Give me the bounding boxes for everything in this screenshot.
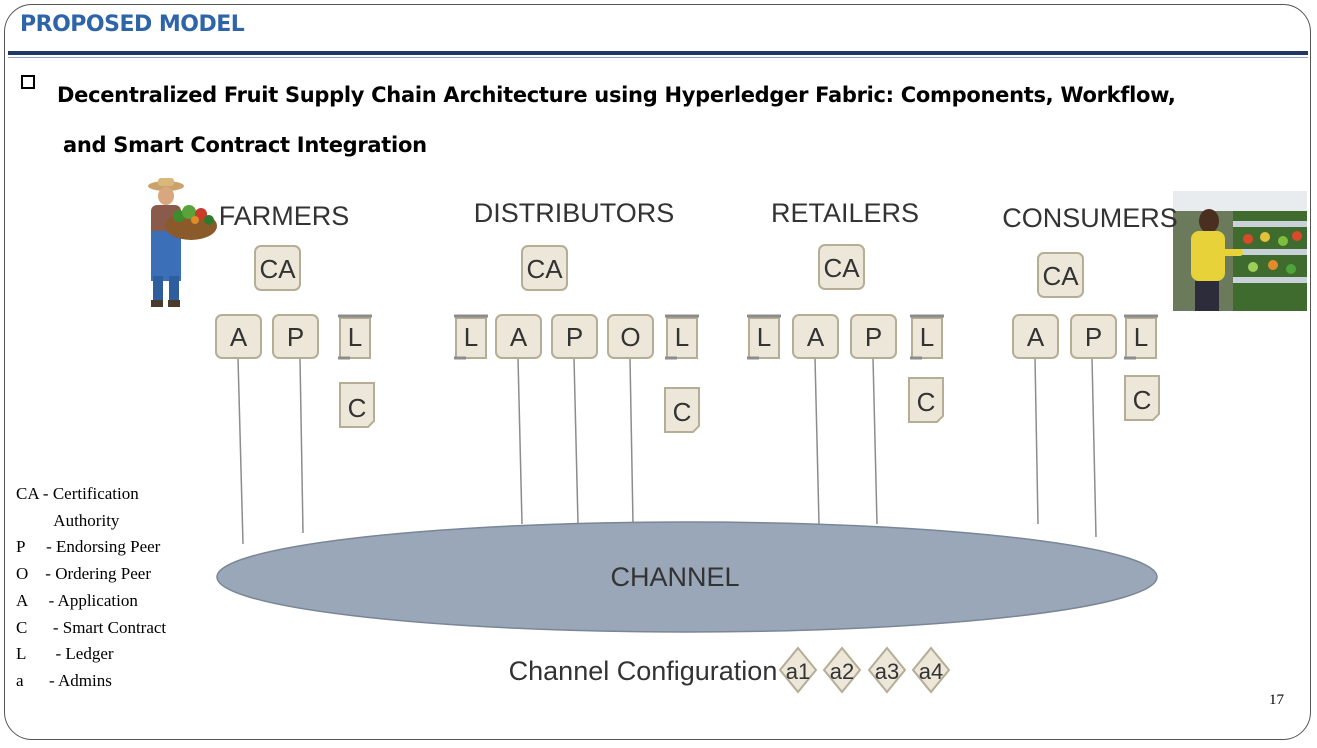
svg-text:L: L <box>920 322 934 352</box>
connector-lines <box>237 357 1097 545</box>
channel-config-label: Channel Configuration <box>509 656 778 686</box>
svg-text:C: C <box>348 393 367 423</box>
group-label-distributors: DISTRIBUTORS <box>474 198 675 228</box>
node-ledger-distributors-right: L <box>665 314 699 360</box>
legend-item: L - Ledger <box>16 644 114 664</box>
legend-item: C - Smart Contract <box>16 617 167 637</box>
node-application-farmers: A <box>215 314 262 359</box>
node-peer-distributors: P <box>551 314 598 359</box>
svg-text:L: L <box>464 322 478 352</box>
svg-text:CA: CA <box>1042 261 1079 291</box>
svg-text:P: P <box>566 322 583 352</box>
smart-contract-retailers: C <box>908 377 944 423</box>
node-ledger-consumers: L <box>1124 314 1158 360</box>
connector-line <box>299 357 304 534</box>
connector-line <box>573 357 579 525</box>
svg-text:C: C <box>917 387 936 417</box>
svg-text:L: L <box>757 322 771 352</box>
connector-line <box>629 357 634 525</box>
svg-text:L: L <box>675 322 689 352</box>
connector-line <box>872 357 878 525</box>
heading-line-2: and Smart Contract Integration <box>63 133 427 157</box>
connector-line <box>1034 357 1039 525</box>
legend-item: O - Ordering Peer <box>16 564 152 584</box>
node-peer-consumers: P <box>1070 314 1117 359</box>
connector-line <box>237 357 244 545</box>
svg-text:CA: CA <box>526 254 563 284</box>
connector-line <box>814 357 820 525</box>
ca-box-retailers: CA <box>818 244 865 290</box>
admin-diamond-a2: a2 <box>822 646 862 694</box>
svg-text:O: O <box>620 322 640 352</box>
smart-contract-consumers: C <box>1124 375 1160 421</box>
svg-text:A: A <box>807 322 825 352</box>
title-divider <box>8 51 1308 55</box>
svg-text:a1: a1 <box>786 659 810 684</box>
svg-text:a3: a3 <box>875 659 899 684</box>
admin-diamond-a4: a4 <box>911 646 951 694</box>
channel-ellipse <box>216 521 1158 633</box>
ca-box-farmers: CA <box>254 245 301 291</box>
group-label-consumers: CONSUMERS <box>1002 203 1178 233</box>
admin-diamond-a1: a1 <box>778 646 818 694</box>
title-divider-thin <box>8 57 1308 58</box>
svg-text:a4: a4 <box>919 659 943 684</box>
svg-text:L: L <box>348 322 362 352</box>
connector-line <box>517 357 523 525</box>
legend-item: P - Endorsing Peer <box>16 537 161 557</box>
group-label-farmers: FARMERS <box>219 201 350 231</box>
svg-text:a2: a2 <box>830 659 854 684</box>
svg-text:C: C <box>673 397 692 427</box>
slide-heading: Decentralized Fruit Supply Chain Archite… <box>57 70 1207 170</box>
svg-text:A: A <box>1027 322 1045 352</box>
channel-label: CHANNEL <box>610 562 739 592</box>
node-ledger-retailers-right: L <box>910 314 944 360</box>
legend-item: A - Application <box>16 590 138 610</box>
consumer-image <box>1173 191 1307 311</box>
heading-line-1: Decentralized Fruit Supply Chain Archite… <box>57 83 1176 107</box>
svg-text:CA: CA <box>823 253 860 283</box>
svg-text:A: A <box>230 322 248 352</box>
node-ledger-distributors-left: L <box>454 314 488 360</box>
svg-text:CA: CA <box>259 254 296 284</box>
svg-text:P: P <box>865 322 882 352</box>
node-peer-farmers: P <box>272 314 319 359</box>
node-ledger-farmers: L <box>338 314 372 360</box>
ca-box-consumers: CA <box>1037 252 1084 298</box>
node-application-consumers: A <box>1012 314 1059 359</box>
legend-item: CA - Certification <box>16 484 139 503</box>
svg-text:L: L <box>1134 322 1148 352</box>
smart-contract-distributors: C <box>664 387 700 433</box>
legend: CA - Certification Authority P - Endorsi… <box>16 481 166 695</box>
ca-box-distributors: CA <box>521 245 568 291</box>
connector-line <box>1091 357 1097 538</box>
node-orderer-distributors: O <box>607 314 654 359</box>
group-label-retailers: RETAILERS <box>771 198 919 228</box>
node-application-retailers: A <box>792 314 839 359</box>
smart-contract-farmers: C <box>339 382 375 428</box>
slide-frame <box>4 4 1311 740</box>
page-number: 17 <box>1269 692 1284 708</box>
svg-text:C: C <box>1133 385 1152 415</box>
slide-title: PROPOSED MODEL <box>20 12 245 37</box>
node-application-distributors: A <box>495 314 542 359</box>
checkbox-bullet-icon <box>21 75 35 89</box>
svg-text:P: P <box>1085 322 1102 352</box>
svg-text:P: P <box>287 322 304 352</box>
node-peer-retailers: P <box>850 314 897 359</box>
farmer-image <box>139 176 217 308</box>
admin-diamond-a3: a3 <box>867 646 907 694</box>
legend-item: Authority <box>16 510 120 530</box>
svg-text:A: A <box>510 322 528 352</box>
node-ledger-retailers-left: L <box>747 314 781 360</box>
legend-item: a - Admins <box>16 670 112 690</box>
